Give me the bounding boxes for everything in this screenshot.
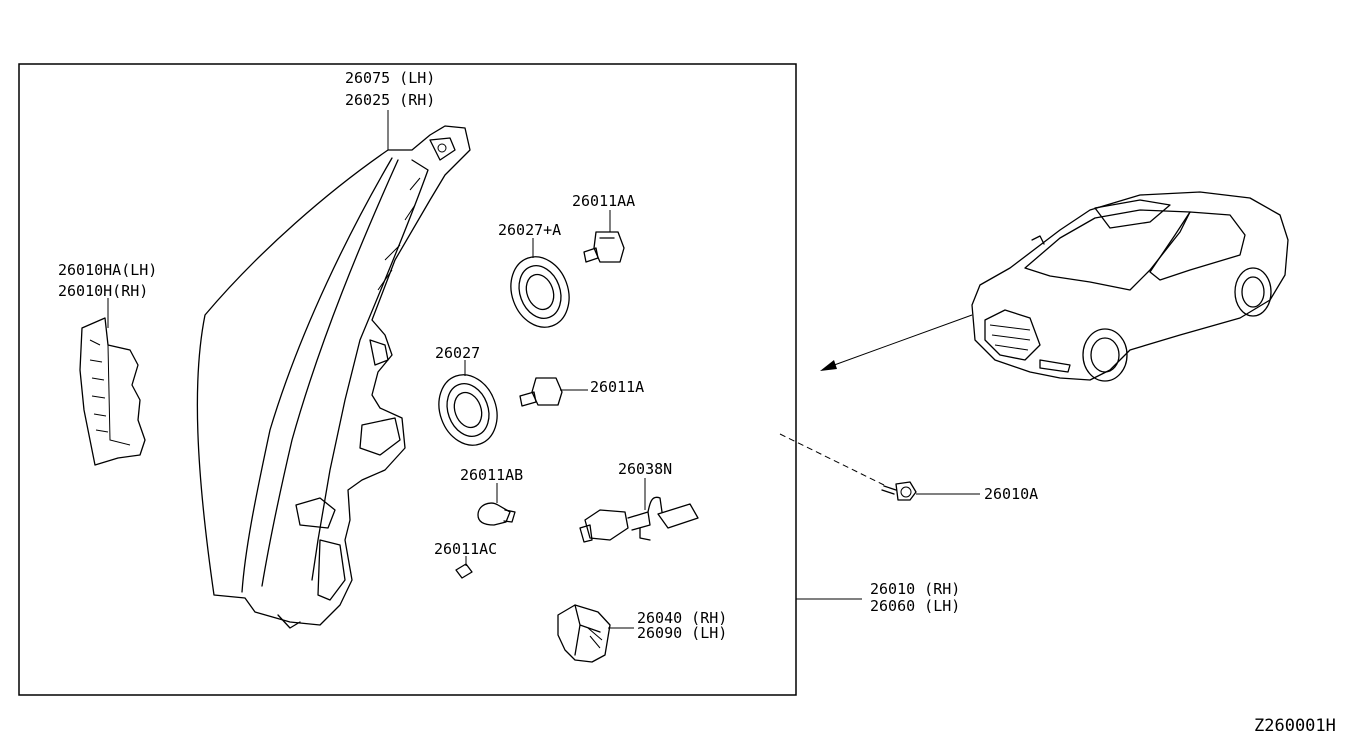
control-module-icon bbox=[557, 604, 611, 663]
location-arrow bbox=[820, 314, 973, 371]
label-bulb-a: 26011A bbox=[590, 378, 644, 396]
car-illustration-icon bbox=[971, 191, 1289, 382]
label-socket: 26038N bbox=[618, 460, 672, 478]
label-bulb-ab: 26011AB bbox=[460, 466, 523, 484]
socket-harness-icon bbox=[579, 496, 699, 543]
bulb-icon bbox=[455, 563, 473, 579]
bulb-icon bbox=[583, 231, 625, 263]
bulb-icon bbox=[477, 502, 516, 526]
bulb-icon bbox=[519, 377, 563, 407]
label-bulb-aa: 26011AA bbox=[572, 192, 635, 210]
label-bracket-lh: 26010HA(LH) bbox=[58, 261, 157, 279]
diagram-code: Z260001H bbox=[1254, 716, 1336, 736]
screw-icon bbox=[881, 481, 917, 501]
label-housing-rh: 26025 (RH) bbox=[345, 91, 435, 109]
label-screw: 26010A bbox=[984, 485, 1038, 503]
label-module-lh: 26090 (LH) bbox=[637, 624, 727, 642]
label-cap: 26027 bbox=[435, 344, 480, 362]
dust-cap-icon bbox=[438, 374, 498, 446]
label-housing-lh: 26075 (LH) bbox=[345, 69, 435, 87]
assembly-frame bbox=[18, 63, 797, 696]
headlamp-housing-icon bbox=[196, 125, 471, 629]
label-bracket-rh: 26010H(RH) bbox=[58, 282, 148, 300]
dust-cap-icon bbox=[510, 256, 570, 328]
label-assembly-rh: 26010 (RH) bbox=[870, 580, 960, 598]
label-bulb-ac: 26011AC bbox=[434, 540, 497, 558]
label-cap-a: 26027+A bbox=[498, 221, 561, 239]
label-assembly-lh: 26060 (LH) bbox=[870, 597, 960, 615]
label-module-rh: 26040 (RH) bbox=[637, 609, 727, 627]
bracket-icon bbox=[79, 317, 146, 466]
leader-lines bbox=[107, 110, 980, 629]
